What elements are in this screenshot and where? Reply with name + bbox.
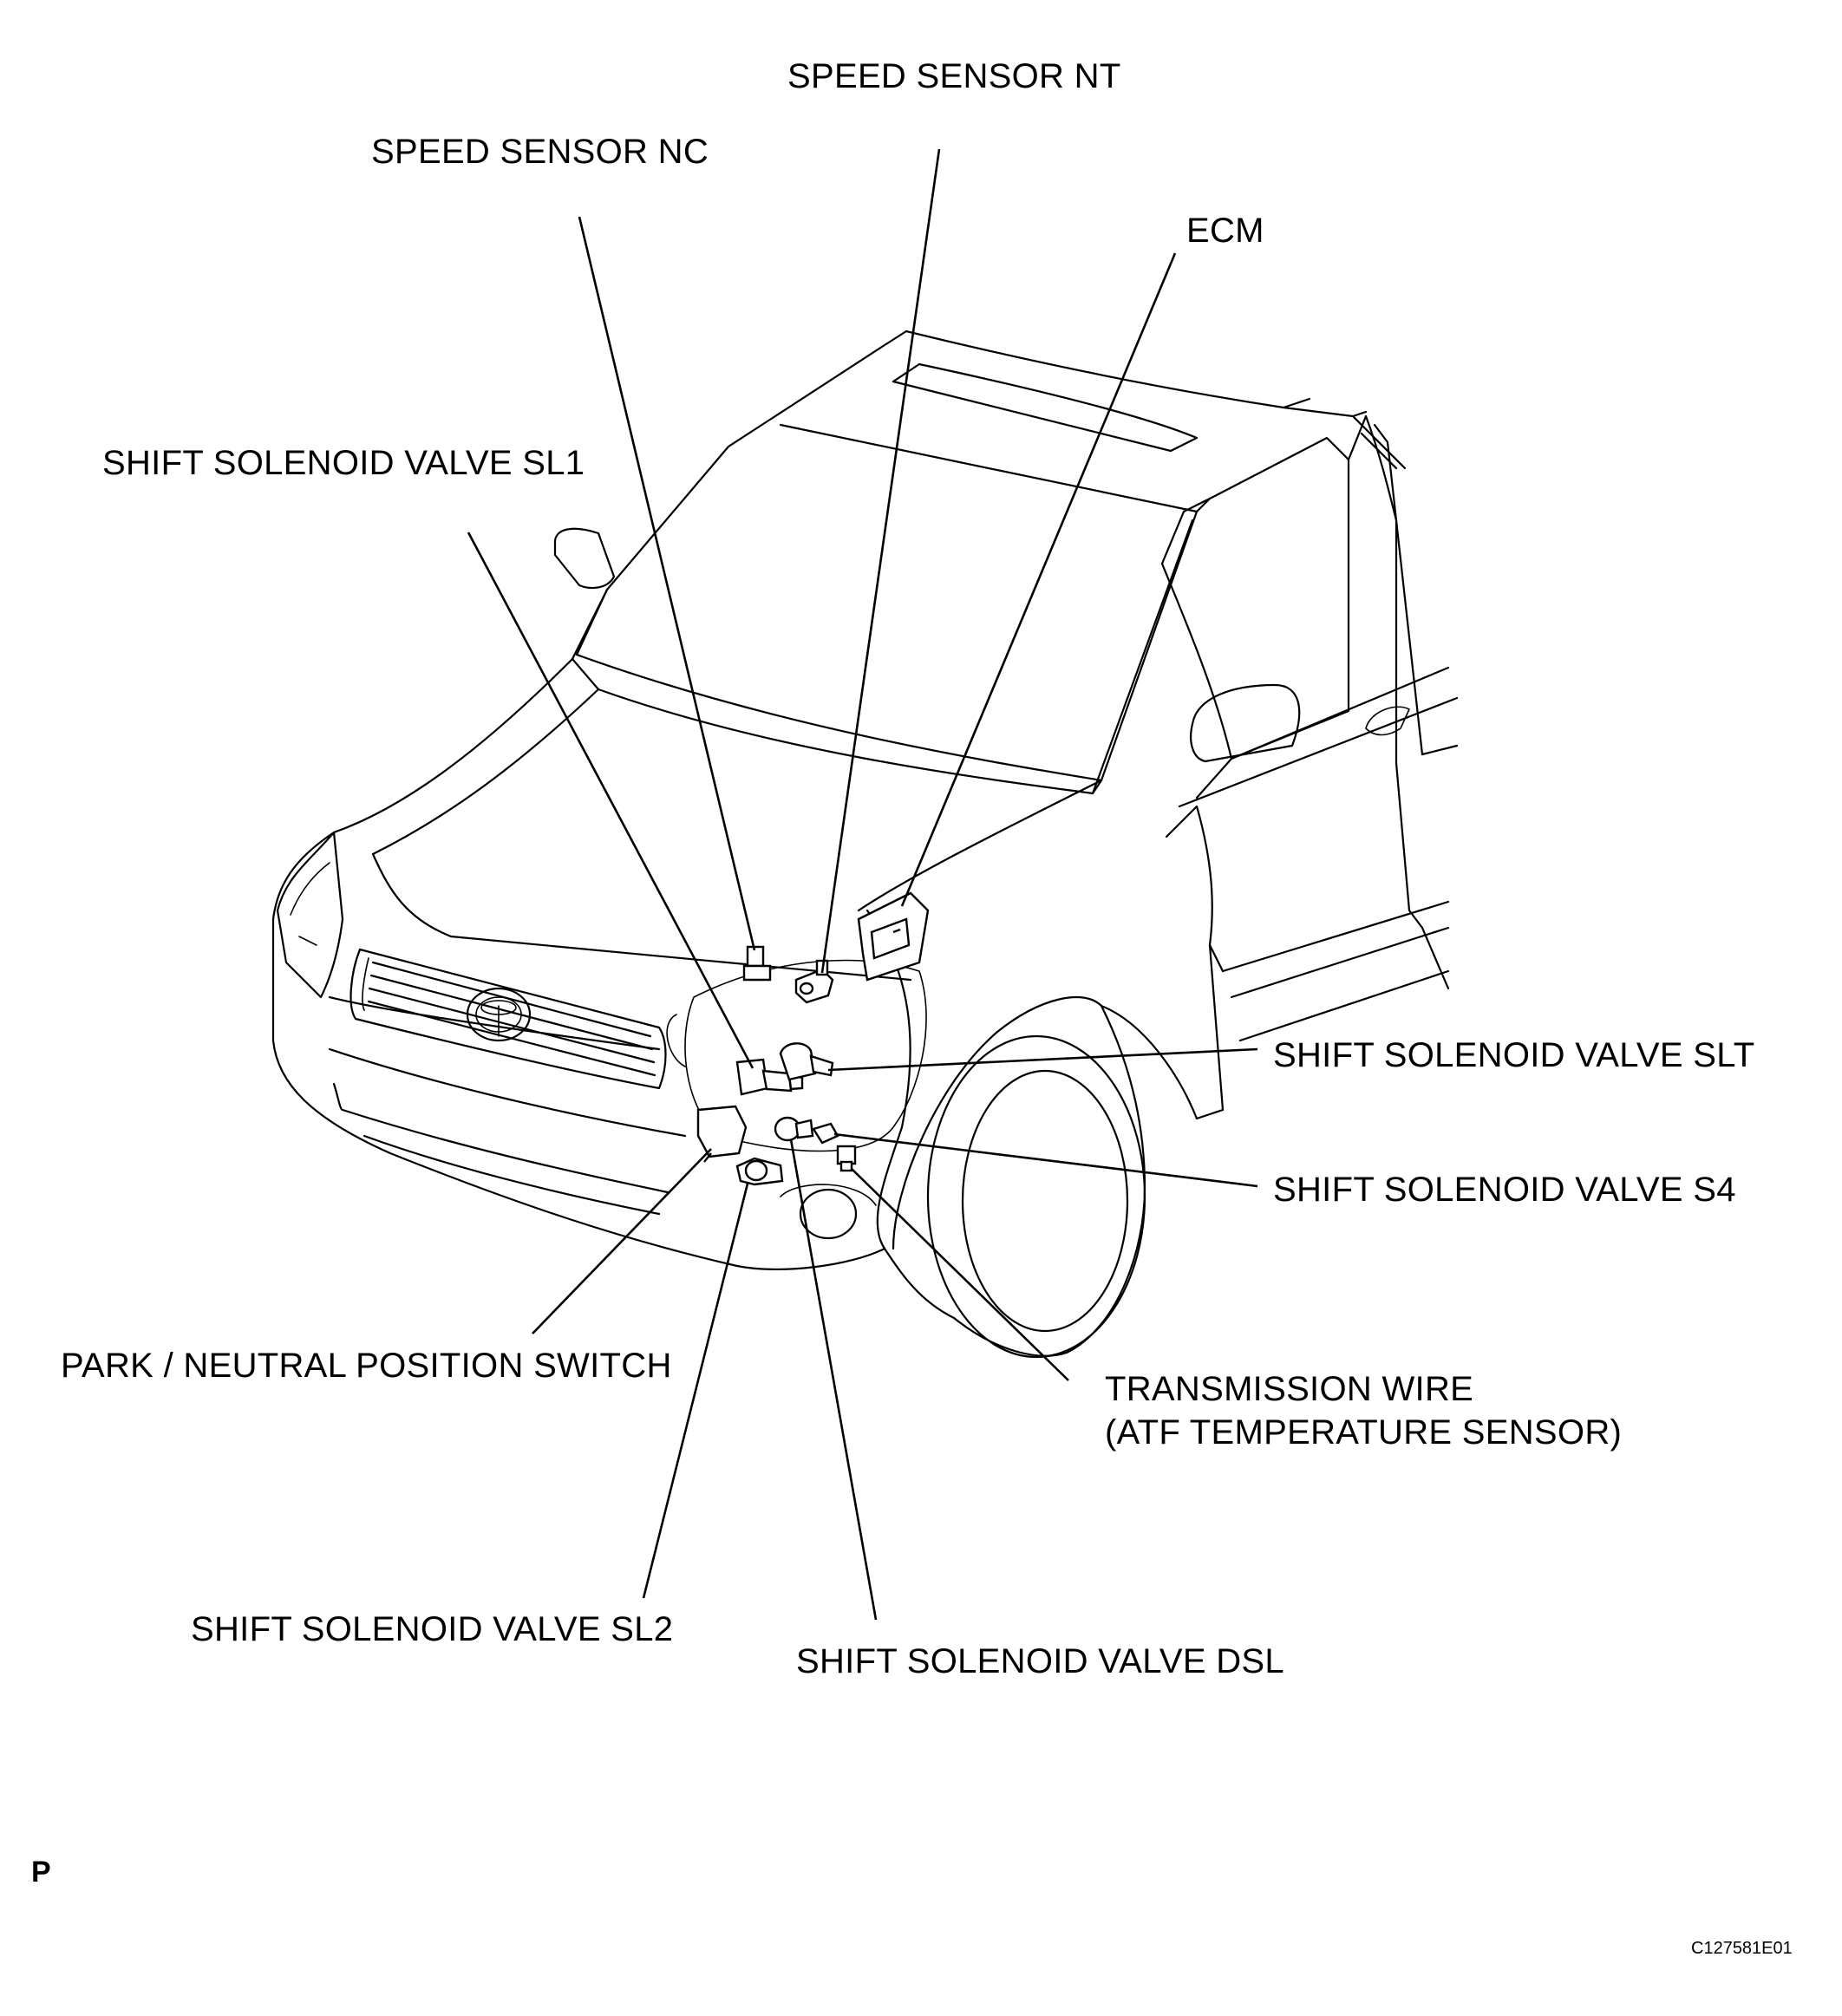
transmission-wire-part (836, 1145, 857, 1172)
leader-shift-solenoid-dsl (789, 1138, 878, 1621)
vehicle-outline (271, 329, 1459, 1359)
label-transmission-wire: TRANSMISSION WIRE (ATF TEMPERATURE SENSO… (1105, 1370, 1622, 1452)
shift-solenoid-slt-part (779, 1042, 834, 1081)
label-transmission-wire-line2: (ATF TEMPERATURE SENSOR) (1105, 1413, 1623, 1452)
label-shift-solenoid-dsl: SHIFT SOLENOID VALVE DSL (796, 1642, 1284, 1680)
speed-sensor-nt-part (794, 959, 834, 1004)
label-speed-sensor-nt: SPEED SENSOR NT (787, 57, 1121, 95)
corner-letter: P (31, 1856, 51, 1889)
leader-speed-sensor-nc (578, 216, 756, 951)
shift-solenoid-dsl-part (774, 1116, 814, 1142)
shift-solenoid-s4-part (812, 1122, 839, 1145)
leader-shift-solenoid-s4 (833, 1132, 1258, 1188)
leader-shift-solenoid-sl2 (642, 1183, 749, 1599)
label-transmission-wire-line1: TRANSMISSION WIRE (1105, 1370, 1474, 1408)
leader-park-neutral-switch (532, 1148, 712, 1334)
leader-speed-sensor-nt (820, 148, 941, 974)
leader-shift-solenoid-slt (827, 1047, 1258, 1072)
leader-transmission-wire (851, 1168, 1069, 1381)
label-park-neutral-switch: PARK / NEUTRAL POSITION SWITCH (61, 1347, 672, 1385)
park-neutral-switch-part (696, 1105, 748, 1163)
speed-sensor-nc-part (742, 945, 772, 982)
label-shift-solenoid-s4: SHIFT SOLENOID VALVE S4 (1273, 1171, 1736, 1209)
figure-code: C127581E01 (1691, 1939, 1793, 1958)
leader-shift-solenoid-sl1 (467, 532, 754, 1069)
label-speed-sensor-nc: SPEED SENSOR NC (371, 133, 709, 171)
shift-solenoid-sl1-part (735, 1058, 804, 1096)
label-shift-solenoid-sl2: SHIFT SOLENOID VALVE SL2 (191, 1610, 674, 1648)
ecm-unit (857, 891, 930, 982)
leader-lines (467, 148, 1258, 1621)
leader-ecm (900, 252, 1177, 907)
label-shift-solenoid-slt: SHIFT SOLENOID VALVE SLT (1273, 1036, 1755, 1074)
label-ecm: ECM (1186, 212, 1264, 250)
shift-solenoid-sl2-part (735, 1157, 784, 1186)
label-shift-solenoid-sl1: SHIFT SOLENOID VALVE SL1 (102, 444, 585, 482)
